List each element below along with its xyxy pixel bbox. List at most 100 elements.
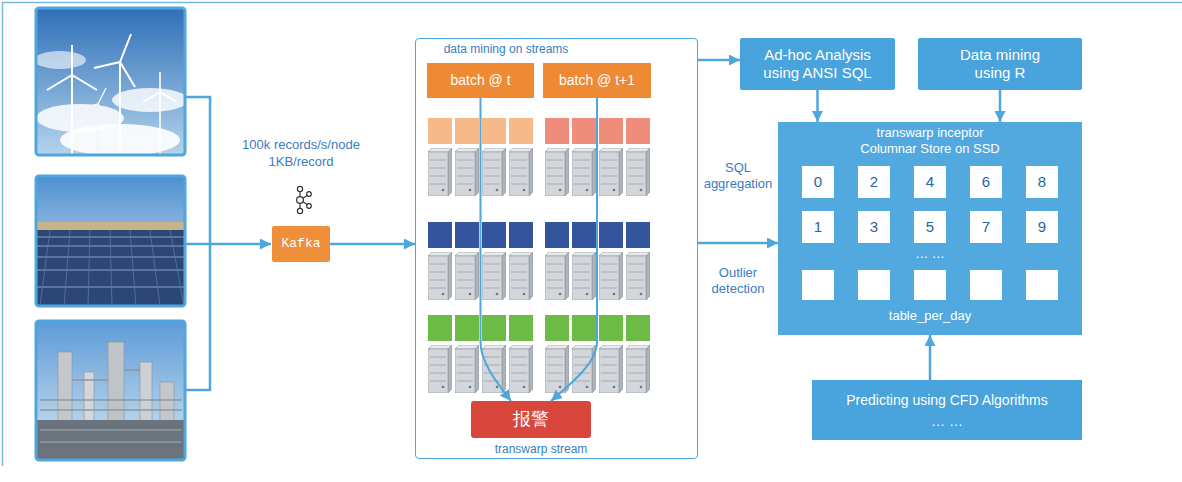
partition-square — [545, 222, 569, 248]
server-icon — [482, 345, 506, 393]
panel-field — [36, 230, 185, 306]
flow-arrow — [698, 59, 740, 62]
kafka-logo — [297, 186, 312, 213]
partition-square — [455, 222, 479, 248]
server-row — [428, 148, 650, 196]
partition-square — [599, 118, 623, 144]
process-box: Ad-hoc Analysis using ANSI SQL — [740, 38, 895, 90]
server-icon — [626, 252, 650, 300]
server-icon — [428, 252, 452, 300]
batch-box: batch @ t — [427, 63, 534, 98]
node-label: Kafka — [281, 236, 320, 252]
partition-square — [482, 118, 506, 144]
server-icon — [599, 252, 623, 300]
partition-square — [572, 222, 596, 248]
partition-number: 7 — [970, 211, 1002, 243]
server-icon — [545, 345, 569, 393]
node-text: transwarp stream — [495, 442, 588, 456]
node-label: 报警 — [513, 409, 549, 431]
outer-frame — [3, 3, 1182, 467]
node-label: 6 — [982, 173, 990, 191]
partition-square — [545, 118, 569, 144]
logo-dot — [297, 186, 302, 191]
node-label: 5 — [926, 218, 934, 236]
logo-dot — [297, 208, 302, 213]
partition-square — [572, 315, 596, 341]
turbine — [47, 45, 97, 155]
node-label: 1 — [814, 218, 822, 236]
partition-square — [509, 315, 533, 341]
server-icon — [626, 148, 650, 196]
partition-square — [428, 222, 452, 248]
sky — [36, 8, 185, 155]
batch-box: batch @ t+1 — [543, 63, 651, 98]
turbine — [94, 34, 135, 155]
partition-square — [626, 118, 650, 144]
node-text: table_per_day — [889, 308, 971, 324]
panel-columns — [40, 230, 184, 306]
node-label: 9 — [1038, 218, 1046, 236]
node-heading: transwarp inceptor — [877, 125, 984, 141]
server-icon — [572, 252, 596, 300]
server-icon — [545, 148, 569, 196]
node-label: 3 — [870, 218, 878, 236]
flow-arrow — [330, 243, 415, 246]
partition-square — [509, 118, 533, 144]
flow-arrow — [929, 335, 932, 380]
flow-curve — [551, 98, 597, 401]
partition-square — [626, 315, 650, 341]
queue-box: Kafka — [272, 226, 330, 262]
partition-number: 4 — [914, 166, 946, 198]
node-label: 7 — [982, 218, 990, 236]
flow-label: Outlier detection — [698, 265, 778, 298]
node-label: Data mining using R — [950, 46, 1050, 82]
logo-dot — [297, 197, 304, 204]
server-icon — [455, 252, 479, 300]
photo-frame — [36, 321, 185, 460]
size-note: 1KB/record — [268, 154, 333, 170]
partition-number: 6 — [970, 166, 1002, 198]
server-icon — [482, 252, 506, 300]
partition-square — [572, 118, 596, 144]
server-icon — [509, 148, 533, 196]
server-icon — [599, 148, 623, 196]
partition-square — [428, 118, 452, 144]
server-row — [428, 252, 650, 300]
node-text: … … — [931, 413, 963, 430]
partition-number: 1 — [802, 211, 834, 243]
partition-number: 3 — [858, 211, 890, 243]
partition-row — [428, 222, 650, 248]
flow-arrow — [698, 242, 778, 245]
partition-number: 2 — [858, 166, 890, 198]
store-panel: transwarp inceptorColumnar Store on SSDt… — [778, 122, 1082, 335]
stream-panel: data mining on streams transwarp stream ba… — [415, 38, 698, 459]
node-heading: data mining on streams — [444, 42, 569, 56]
sky — [36, 321, 185, 460]
flow-label: SQL aggregation — [698, 160, 778, 193]
pipes — [40, 370, 182, 410]
partition-number: 8 — [1026, 166, 1058, 198]
sky — [36, 176, 185, 306]
ground — [36, 222, 185, 231]
partition-number: 9 — [1026, 211, 1058, 243]
server-icon — [428, 345, 452, 393]
server-icon — [545, 252, 569, 300]
server-icon — [509, 252, 533, 300]
turbine — [143, 72, 177, 155]
partition-square — [482, 315, 506, 341]
node-label: batch @ t+1 — [559, 72, 635, 89]
node-label: batch @ t — [450, 72, 510, 89]
solar-photo — [36, 176, 185, 306]
source-arrow — [185, 243, 271, 246]
partition-square — [428, 315, 452, 341]
partition-number: 0 — [802, 166, 834, 198]
flow-curve — [481, 98, 512, 401]
node-label: 0 — [814, 173, 822, 191]
partition-square — [599, 315, 623, 341]
photo-frame — [36, 8, 185, 155]
partition-square — [455, 315, 479, 341]
partition-square — [599, 222, 623, 248]
node-label: 4 — [926, 173, 934, 191]
partition-row — [428, 118, 650, 144]
flow-arrow — [999, 90, 1002, 122]
